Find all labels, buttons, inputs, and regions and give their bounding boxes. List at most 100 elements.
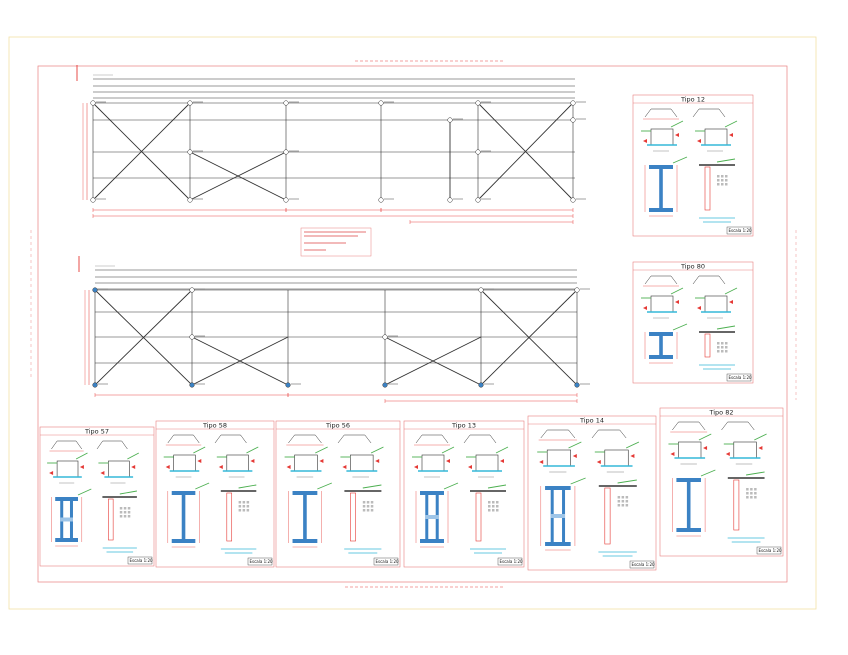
node-marker (475, 149, 481, 155)
weld-annotation (716, 325, 736, 330)
plan-member (350, 492, 356, 542)
bolt-mark (725, 342, 728, 345)
beam-plate (60, 517, 73, 522)
panel-title: Tipo 13 (451, 422, 476, 430)
plan-member (226, 492, 233, 542)
beam-web (659, 336, 663, 355)
bolt-mark (246, 509, 250, 512)
bolt-mark (370, 509, 374, 512)
weld-annotation (698, 433, 712, 441)
detail-panel-tipo13: Tipo 13 Escala 1:20 (403, 420, 525, 568)
weld-annotation (724, 287, 738, 295)
node-marker (189, 334, 195, 340)
node-marker (187, 100, 193, 106)
red-arrow (414, 465, 418, 469)
red-arrow (375, 459, 380, 463)
scale-label: Escala 1:20 (250, 559, 274, 564)
red-arrow (79, 465, 84, 469)
profile-sketch (415, 434, 449, 444)
beam-flange (676, 478, 701, 482)
panel-title: Tipo 57 (84, 428, 109, 436)
beam-flange (55, 497, 78, 501)
bolt-mark (721, 179, 724, 182)
scale-box: Escala 1:20 (756, 546, 782, 555)
scale-box: Escala 1:20 (497, 557, 523, 566)
bolt-mark (496, 501, 499, 504)
profile-sketch (214, 434, 247, 444)
bolt-mark (246, 501, 250, 504)
beam-plate (550, 514, 566, 518)
node-marker (475, 197, 481, 203)
drawing-notes-box (300, 227, 372, 257)
weld-annotation (716, 158, 736, 163)
upper-bracing-elevation (76, 65, 586, 224)
scale-box-frame (247, 557, 273, 566)
bolt-mark (127, 507, 131, 510)
node-marker (382, 382, 388, 388)
bolt-mark (492, 505, 495, 508)
bolt-mark (721, 350, 724, 353)
profile-sketch (288, 434, 322, 444)
red-arrow (165, 465, 170, 469)
weld-annotation (370, 446, 384, 454)
scale-label: Escala 1:20 (632, 562, 656, 567)
bolt-mark (123, 511, 127, 514)
scale-box-frame (726, 226, 752, 235)
bolt-mark (370, 505, 374, 508)
scale-box-frame (373, 557, 399, 566)
weld-annotation (362, 484, 382, 489)
node-marker (574, 382, 580, 388)
bolt-mark (750, 496, 753, 499)
bracing-diagonal (477, 102, 574, 201)
bolt-mark (492, 501, 495, 504)
scale-box-frame (726, 373, 752, 382)
weld-annotation (119, 490, 137, 495)
plan-member (733, 479, 740, 531)
weld-annotation (672, 156, 688, 164)
node-marker (382, 334, 388, 340)
profile-sketch (591, 429, 627, 439)
bolt-mark (621, 504, 625, 507)
bolt-mark (123, 515, 127, 518)
bolt-mark (750, 488, 753, 491)
panel-title: Tipo 12 (680, 96, 705, 104)
beam-flange (676, 528, 701, 532)
beam-web (686, 482, 691, 528)
weld-annotation (443, 482, 459, 490)
red-arrow (675, 133, 679, 137)
profile-sketch (96, 440, 128, 450)
bolt-mark (119, 507, 123, 510)
weld-annotation (246, 446, 259, 454)
node-marker (90, 197, 96, 203)
red-arrow (446, 459, 450, 463)
weld-annotation (77, 488, 92, 496)
node-marker (92, 287, 98, 293)
scale-box: Escala 1:20 (629, 560, 656, 569)
weld-annotation (670, 120, 684, 128)
beam-flange (649, 355, 673, 359)
red-arrow (218, 465, 223, 469)
beam-web (659, 169, 663, 208)
bolt-mark (725, 183, 728, 186)
weld-annotation (127, 452, 140, 460)
red-arrow (49, 471, 54, 475)
panel-title: Tipo 56 (325, 422, 350, 430)
red-arrow (729, 133, 733, 137)
red-arrow (197, 459, 202, 463)
beam-flange (292, 491, 318, 495)
bolt-mark (488, 509, 491, 512)
node-marker (187, 149, 193, 155)
bolt-mark (625, 504, 629, 507)
bolt-mark (242, 505, 246, 508)
node-marker (189, 287, 195, 293)
bracing-diagonal (189, 151, 287, 201)
red-arrow (703, 446, 708, 450)
bolt-mark (617, 496, 621, 499)
bolt-mark (488, 505, 491, 508)
bolt-mark (621, 500, 625, 503)
beam-flange (545, 542, 571, 546)
bolt-mark (754, 488, 757, 491)
profile-sketch (692, 275, 726, 285)
